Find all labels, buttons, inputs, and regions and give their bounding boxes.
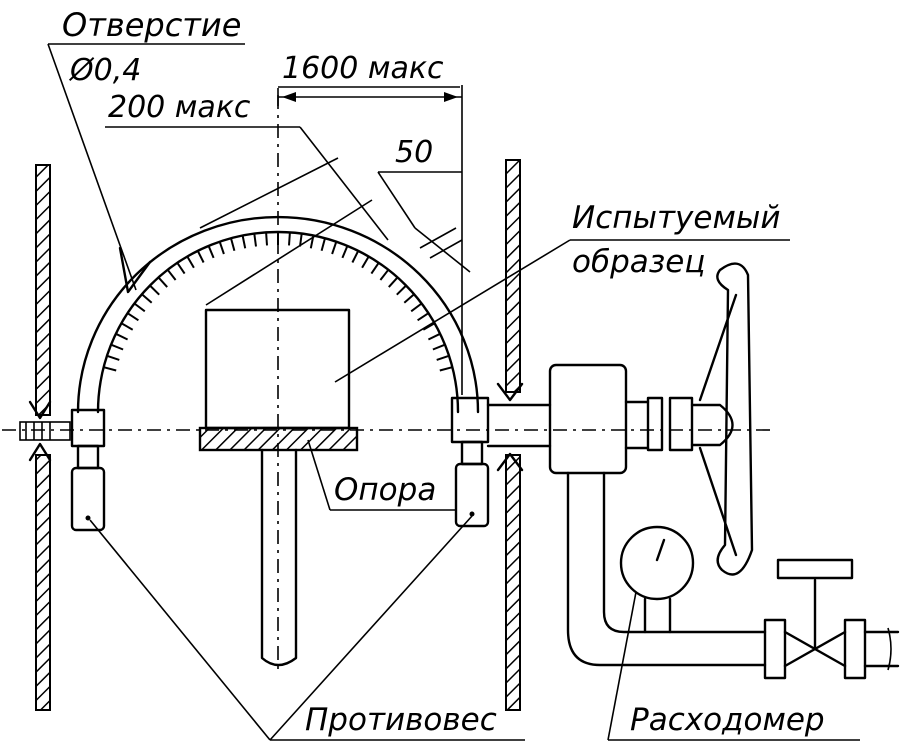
label-specimen-line2: образец <box>572 244 705 280</box>
arc-tick <box>115 332 129 341</box>
label-dim-50: 50 <box>395 135 433 170</box>
drive-shaft <box>486 363 734 475</box>
arc-tick <box>288 232 291 246</box>
arc-tick <box>230 237 236 252</box>
label-dim-200: 200 макс <box>108 90 251 125</box>
arc-tick <box>331 241 338 255</box>
dimension-200 <box>105 126 389 306</box>
right-counterweight <box>454 462 490 528</box>
arc-tick <box>133 302 146 313</box>
arc-tick <box>320 237 326 252</box>
arc-tick <box>186 255 195 269</box>
arc-tick <box>410 302 423 313</box>
arc-tick <box>141 293 153 304</box>
label-flowmeter: Расходомер <box>630 702 825 738</box>
support-leader <box>307 439 455 511</box>
specimen-leader <box>334 239 790 383</box>
handwheel <box>698 262 754 576</box>
arc-tick <box>120 322 134 331</box>
arc-tick-marks <box>103 232 453 372</box>
dimension-50 <box>377 171 471 273</box>
arc-tick <box>157 276 168 288</box>
right-clamp <box>450 382 524 472</box>
arc-tick <box>265 232 268 246</box>
arc-tick <box>253 233 257 247</box>
arc-tick <box>439 366 453 372</box>
arc-tick <box>149 284 160 296</box>
arc-tick <box>166 269 177 281</box>
support-plate <box>198 426 359 452</box>
arc-tick <box>176 262 186 275</box>
arc-tick <box>127 312 139 322</box>
arc-tick <box>361 255 370 269</box>
arc-tick <box>370 262 380 275</box>
arc-tick <box>436 354 450 361</box>
left-counterweight <box>70 466 106 532</box>
label-specimen-line1: Испытуемый <box>572 200 780 236</box>
flow-pipe <box>566 471 900 680</box>
hole-leader <box>47 43 245 294</box>
arc-tick <box>341 245 349 259</box>
label-hole: Отверстие <box>62 6 241 44</box>
arc-tick <box>403 293 415 304</box>
counterweight-leader <box>89 515 525 741</box>
arc-tick <box>417 312 429 322</box>
label-support: Опора <box>334 472 436 508</box>
arc-tick <box>422 322 436 331</box>
flowmeter-leader <box>607 591 860 741</box>
left-clamp <box>19 400 106 470</box>
arc-tick <box>196 250 205 263</box>
arc-tick <box>241 235 247 249</box>
arc-tick <box>379 269 390 281</box>
right-wall <box>505 159 521 711</box>
arc-tick <box>427 332 441 341</box>
arc-tick <box>396 284 407 296</box>
label-dim-1600: 1600 макс <box>282 51 444 86</box>
flowmeter-gauge <box>619 525 695 634</box>
arc-tick <box>432 343 446 351</box>
arc-tick <box>388 276 399 288</box>
left-wall <box>35 164 51 711</box>
arc-tick <box>351 250 360 263</box>
arc-tick <box>207 245 215 259</box>
support-column <box>260 448 298 667</box>
arc-tick <box>218 241 225 255</box>
label-counterweight: Противовес <box>305 702 497 738</box>
label-hole-diameter: Ø0,4 <box>68 53 141 88</box>
arc-tick <box>106 354 120 361</box>
arc-tick <box>299 233 303 247</box>
arc-tick <box>110 343 124 351</box>
arc-tick <box>103 366 117 372</box>
